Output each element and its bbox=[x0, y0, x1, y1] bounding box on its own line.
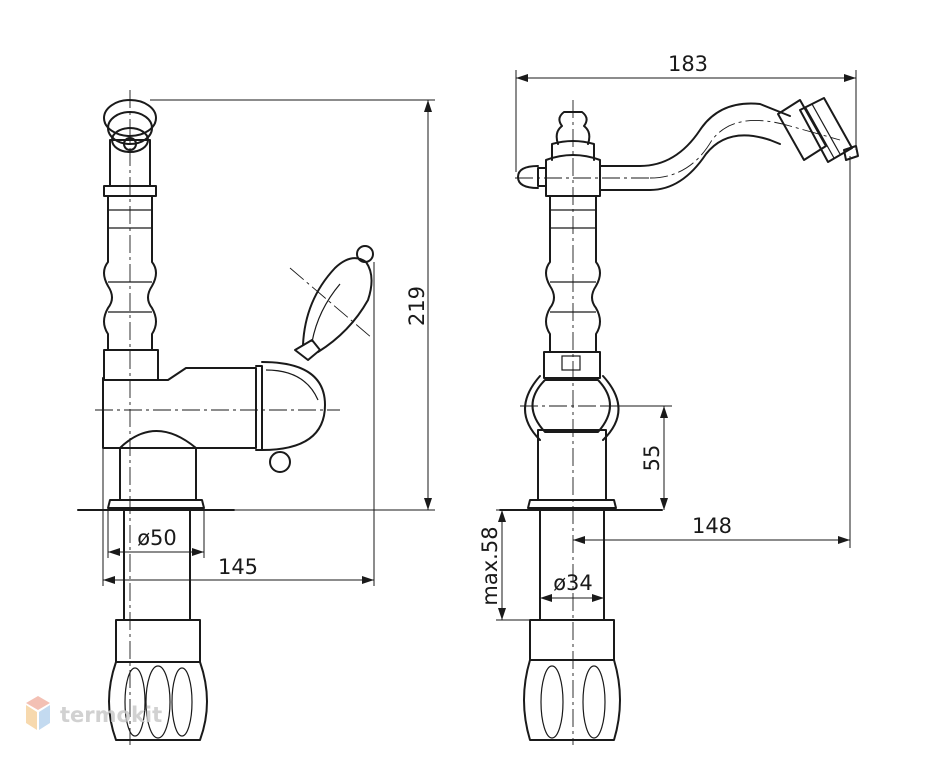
aerator-tip bbox=[843, 145, 859, 161]
dim-148-arrow-left bbox=[573, 536, 585, 544]
lever-highlight bbox=[311, 283, 341, 343]
lever-ball bbox=[356, 245, 374, 263]
nut-right bbox=[523, 659, 621, 741]
sphere-ring-right bbox=[602, 375, 620, 441]
spout-junction bbox=[545, 154, 601, 197]
dim-55-arrow-top bbox=[660, 406, 668, 418]
back-stub bbox=[537, 167, 547, 187]
dim-148-arrow-right bbox=[838, 536, 850, 544]
nut-right-grip-2 bbox=[582, 665, 606, 739]
centerline-spout-curve bbox=[649, 120, 841, 179]
aerator-ring-2 bbox=[805, 107, 835, 159]
centerline-lever bbox=[289, 267, 373, 339]
spout-bottom-edge bbox=[599, 134, 781, 191]
head-left bbox=[109, 139, 151, 187]
nut-grip-3 bbox=[171, 667, 193, 737]
nut-left bbox=[108, 661, 208, 741]
column-collar-left bbox=[103, 349, 159, 381]
body-cap-left bbox=[255, 365, 263, 451]
dim-148: 148 bbox=[573, 156, 851, 548]
dim-183-label: 183 bbox=[668, 52, 708, 76]
nut-grip-1 bbox=[124, 667, 146, 737]
aerator-collar-right bbox=[777, 99, 827, 161]
nut-top-left bbox=[115, 619, 201, 663]
body-neck-right bbox=[537, 429, 607, 501]
dim-34-arrow-left bbox=[540, 594, 552, 602]
dim-34: ø34 bbox=[540, 571, 604, 602]
base-flange-left bbox=[107, 499, 205, 509]
column-collar-right bbox=[543, 351, 601, 379]
bottom-knob-left bbox=[269, 451, 291, 473]
dim-148-label: 148 bbox=[692, 514, 732, 538]
body-sphere-right bbox=[531, 379, 611, 433]
dim-183-arrow-right bbox=[844, 74, 856, 82]
dim-219-arrow-top bbox=[424, 100, 432, 112]
dim-183: 183 bbox=[515, 52, 857, 172]
dim-55-label: 55 bbox=[640, 445, 664, 472]
watermark: termokit bbox=[26, 696, 162, 730]
nut-grip-2 bbox=[145, 665, 171, 739]
dim-34-label: ø34 bbox=[553, 571, 593, 595]
dim-50-label: ø50 bbox=[137, 526, 177, 550]
base-flange-right bbox=[527, 499, 617, 509]
watermark-text: termokit bbox=[60, 703, 162, 727]
dim-max58-arrow-top bbox=[498, 510, 506, 522]
aerator-ring-1 bbox=[811, 103, 841, 155]
spout-top-edge bbox=[599, 102, 791, 167]
nut-right-grip-1 bbox=[540, 665, 564, 739]
column-top-left bbox=[103, 185, 157, 197]
shank-right bbox=[539, 509, 605, 621]
termokit-logo-icon bbox=[26, 696, 50, 730]
dim-55: 55 bbox=[600, 405, 672, 510]
dim-55-arrow-bottom bbox=[660, 498, 668, 510]
back-knob bbox=[517, 165, 539, 189]
dim-50: ø50 bbox=[107, 510, 205, 558]
dim-max58-label: max.58 bbox=[478, 526, 502, 605]
dim-145-arrow-right bbox=[362, 576, 374, 584]
dim-219-arrow-bottom bbox=[424, 498, 432, 510]
sphere-ring-left bbox=[524, 375, 541, 441]
dim-145: 145 bbox=[102, 262, 375, 586]
dim-34-arrow-right bbox=[592, 594, 604, 602]
dim-145-label: 145 bbox=[218, 555, 258, 579]
dim-50-arrow-left bbox=[108, 548, 120, 556]
dim-max58: max.58 bbox=[478, 509, 540, 621]
sphere-highlight bbox=[265, 369, 319, 401]
dim-max58-arrow-bottom bbox=[498, 608, 506, 620]
dim-183-arrow-left bbox=[516, 74, 528, 82]
cartridge-sphere-left bbox=[261, 361, 326, 451]
nut-top-right bbox=[529, 619, 615, 661]
body-neck-left bbox=[119, 430, 197, 501]
side-view bbox=[77, 90, 374, 745]
dim-219: 219 bbox=[150, 99, 435, 511]
dim-219-label: 219 bbox=[405, 286, 429, 326]
dim-50-arrow-right bbox=[192, 548, 204, 556]
front-view bbox=[499, 97, 859, 745]
dim-145-arrow-left bbox=[103, 576, 115, 584]
collar-window bbox=[561, 355, 581, 371]
lever-collar bbox=[294, 339, 321, 361]
